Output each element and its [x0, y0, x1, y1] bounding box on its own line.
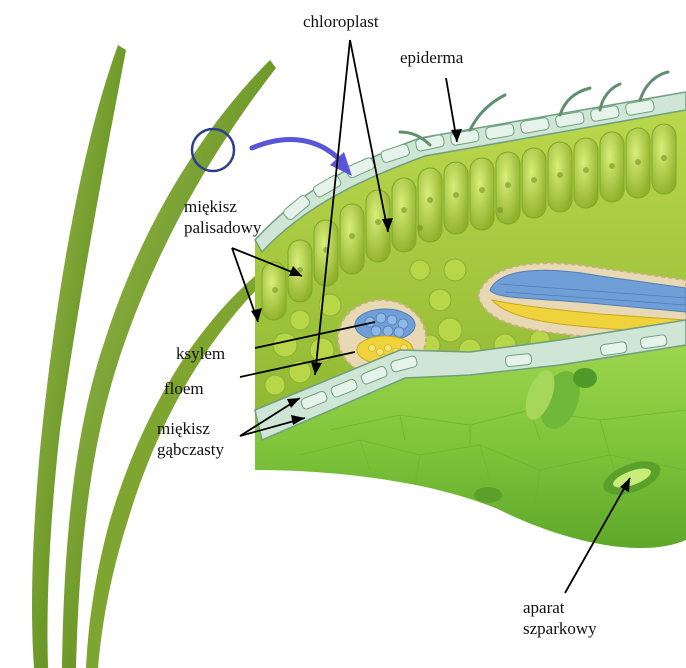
- label-miekisz-gabczasty-line1: miękisz: [157, 418, 224, 439]
- label-epiderma: epiderma: [400, 47, 463, 68]
- label-chloroplast: chloroplast: [303, 11, 379, 32]
- label-miekisz-gabczasty-line2: gąbczasty: [157, 439, 224, 460]
- label-aparat-szparkowy-line1: aparat: [523, 597, 597, 618]
- label-floem: floem: [164, 378, 204, 399]
- grass-blades: [32, 45, 276, 668]
- label-miekisz-palisadowy: miękisz palisadowy: [184, 196, 261, 238]
- label-miekisz-palisadowy-line1: miękisz: [184, 196, 261, 217]
- zoom-arrow: [252, 139, 340, 160]
- label-miekisz-palisadowy-line2: palisadowy: [184, 217, 261, 238]
- label-aparat-szparkowy: aparat szparkowy: [523, 597, 597, 639]
- label-miekisz-gabczasty: miękisz gąbczasty: [157, 418, 224, 460]
- label-aparat-szparkowy-line2: szparkowy: [523, 618, 597, 639]
- label-ksylem: ksylem: [176, 343, 225, 364]
